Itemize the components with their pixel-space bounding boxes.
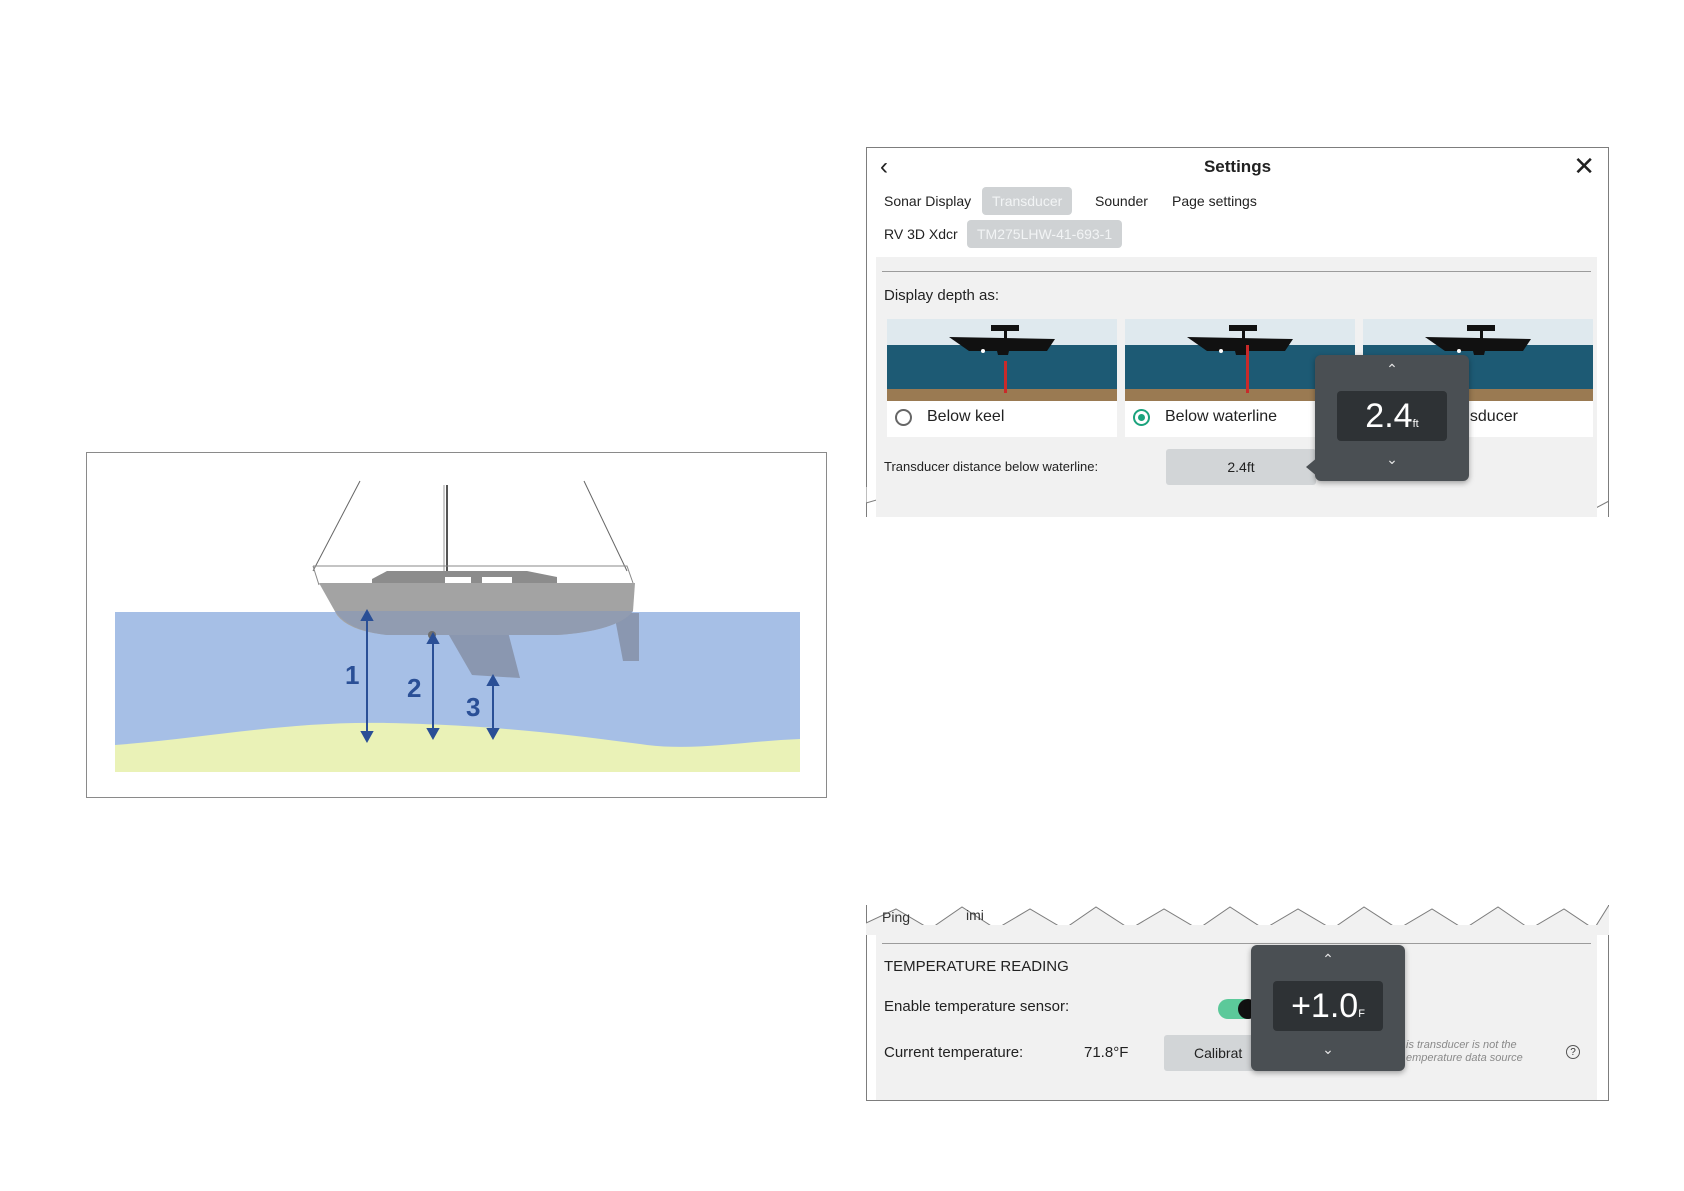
decrease-button[interactable]: ⌄ [1315,451,1469,468]
rudder [614,613,639,661]
boat-icon [1187,325,1293,355]
divider [882,943,1591,944]
value-spinner-popup: ⌃ 2.4ft ⌄ [1315,355,1469,481]
subtab-rv-3d-xdcr[interactable]: RV 3D Xdcr [884,226,958,242]
display-depth-label: Display depth as: [884,287,1000,304]
label-3: 3 [466,692,480,722]
spinner-unit: F [1358,1008,1365,1020]
chevron-up-icon: ⌃ [1322,951,1334,967]
increase-button[interactable]: ⌃ [1251,951,1405,968]
back-button[interactable]: ‹ [880,155,888,179]
chevron-down-icon: ⌄ [1386,451,1398,467]
popup-pointer [1306,457,1318,477]
label-2: 2 [407,673,421,703]
below-keel-illustration [887,319,1117,401]
tab-transducer[interactable]: Transducer [982,187,1073,215]
enable-temperature-label: Enable temperature sensor: [884,998,1070,1015]
chevron-left-icon: ‹ [880,153,888,180]
note-line-1: is transducer is not the [1406,1039,1517,1051]
settings-panel: ‹ Settings ✕ Sonar Display Transducer So… [866,147,1609,517]
decrease-button[interactable]: ⌄ [1251,1041,1405,1058]
option-label: Below keel [927,408,1005,425]
chevron-up-icon: ⌃ [1386,361,1398,377]
question-icon[interactable]: ? [1566,1045,1580,1059]
option-below-keel[interactable]: Below keel [887,319,1117,437]
partial-text: Ping [882,909,911,925]
tab-sonar-display[interactable]: Sonar Display [884,193,972,209]
option-label: Below waterline [1165,408,1278,425]
tab-sounder[interactable]: Sounder [1095,193,1148,209]
transducer-distance-button[interactable]: 2.4ft [1166,449,1316,485]
spinner-value: +1.0 [1291,987,1359,1025]
option-label: nsducer [1461,408,1518,425]
transducer-distance-label: Transducer distance below waterline: [884,459,1099,474]
current-temperature-label: Current temperature: [884,1044,1024,1061]
radio-below-keel[interactable] [895,409,912,426]
boat-diagram-illustration: 1 2 3 [115,480,800,772]
spinner-unit: ft [1412,418,1419,430]
subtab-transducer-model[interactable]: TM275LHW-41-693-1 [967,220,1123,248]
tab-page-settings[interactable]: Page settings [1172,193,1257,209]
boat-icon [949,325,1055,355]
chevron-down-icon: ⌄ [1322,1041,1334,1057]
temperature-heading: TEMPERATURE READING [884,958,1069,975]
forestay [312,480,361,572]
close-icon: ✕ [1573,151,1595,181]
temperature-panel: Ping imi TEMPERATURE READING Enable temp… [866,905,1609,1101]
radio-below-waterline[interactable] [1133,409,1150,426]
spinner-value: 2.4 [1365,397,1413,435]
boat-icon [1425,325,1531,355]
spinner-value-display: 2.4ft [1337,391,1447,441]
backstay [583,480,628,572]
spinner-value-display: +1.0F [1273,981,1383,1031]
keel [442,623,520,678]
current-temperature-value: 71.8°F [1084,1044,1129,1061]
increase-button[interactable]: ⌃ [1315,361,1469,378]
depth-arrows [360,608,500,744]
close-button[interactable]: ✕ [1573,153,1595,179]
divider [882,271,1591,272]
partial-text-2: imi [966,907,984,923]
label-1: 1 [345,660,359,690]
note-line-2: emperature data source [1406,1052,1523,1064]
value-spinner-popup: ⌃ +1.0F ⌄ [1251,945,1405,1071]
depth-offset-diagram: 1 2 3 [86,452,827,798]
settings-title: Settings [1203,157,1272,176]
seabed [115,722,800,772]
